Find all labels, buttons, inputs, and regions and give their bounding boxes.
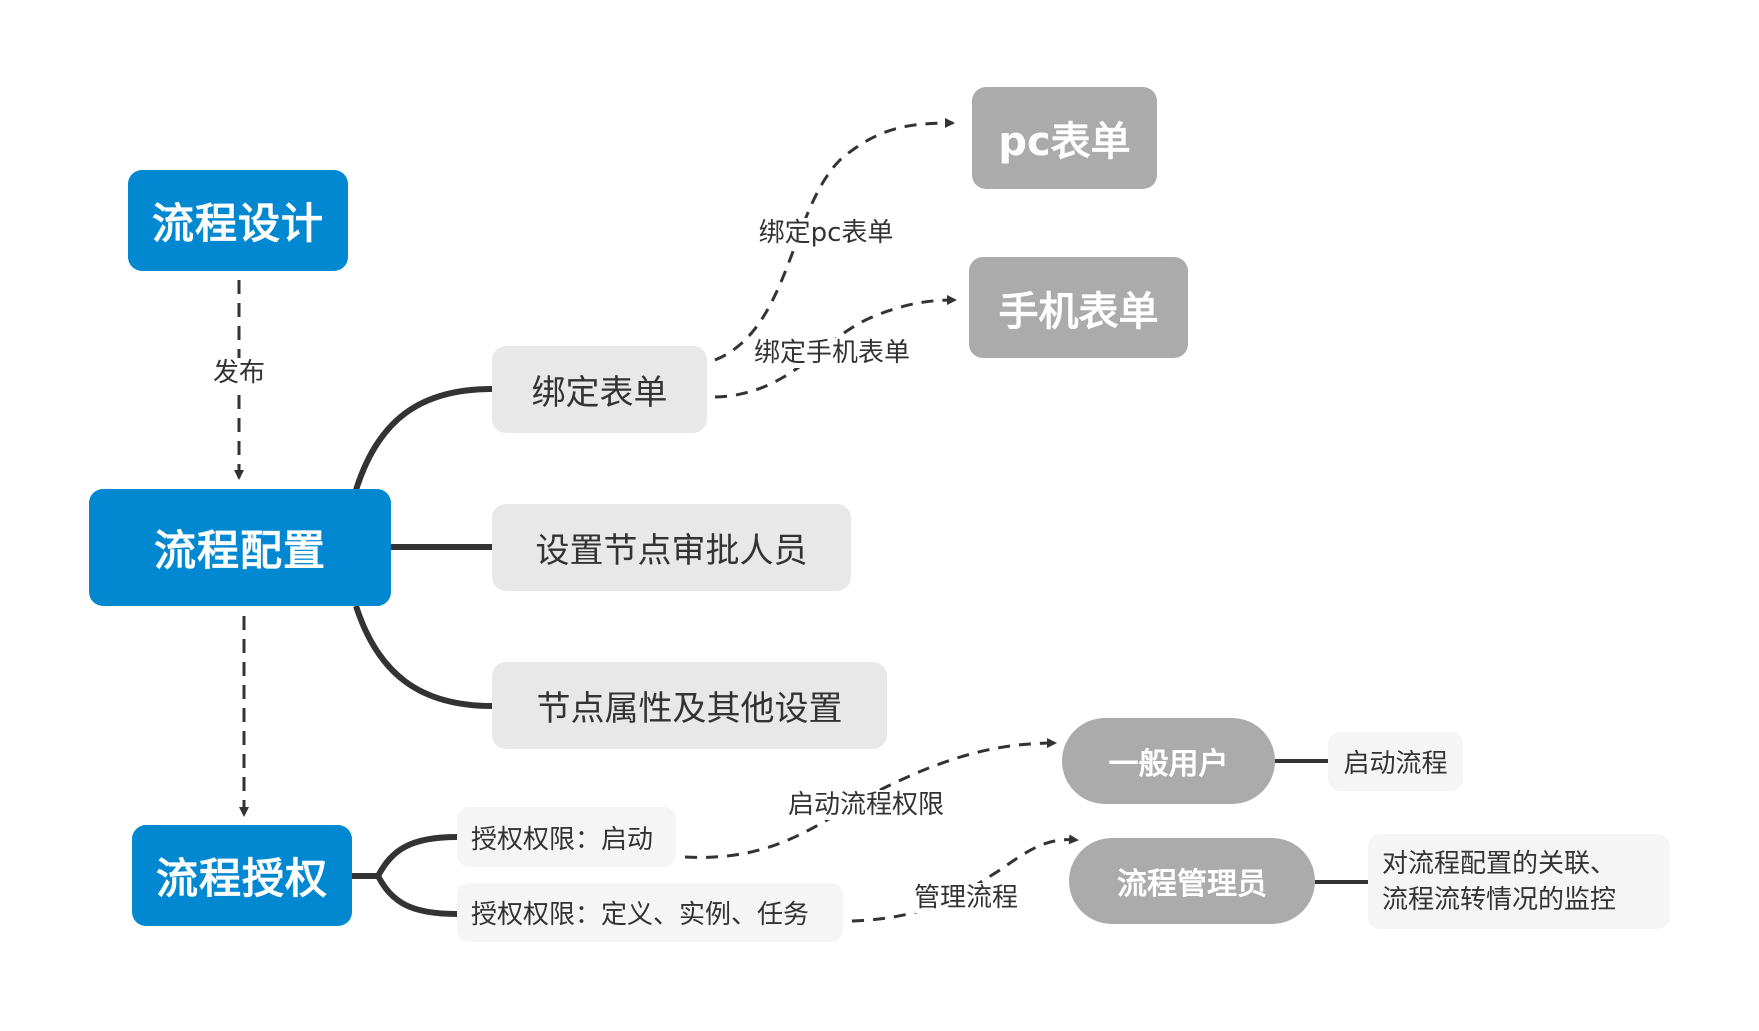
node-monitor-line2: 流程流转情况的监控: [1382, 884, 1617, 915]
edge-label-start-permission: 启动流程权限: [785, 790, 947, 820]
node-monitor-line1: 对流程配置的关联、: [1382, 848, 1617, 879]
branch-perm-start: [375, 834, 458, 878]
branch-bind-form: [353, 386, 493, 491]
edge-label-bind-pc: 绑定pc表单: [756, 218, 896, 248]
node-process-authorize-label: 流程授权: [155, 854, 328, 903]
node-perm-start-label: 授权权限：启动: [471, 824, 654, 855]
node-node-props[interactable]: 节点属性及其他设置: [492, 662, 887, 749]
node-process-config-label: 流程配置: [153, 526, 326, 575]
node-perm-define[interactable]: 授权权限：定义、实例、任务: [457, 883, 843, 942]
node-node-props-label: 节点属性及其他设置: [536, 689, 843, 729]
node-normal-user-label: 一般用户: [1108, 747, 1229, 782]
node-process-admin-label: 流程管理员: [1117, 867, 1267, 902]
node-process-config[interactable]: 流程配置: [89, 489, 391, 606]
node-mobile-form-label: 手机表单: [998, 288, 1159, 335]
node-process-design[interactable]: 流程设计: [128, 170, 348, 271]
node-pc-form-label: pc表单: [998, 119, 1131, 165]
node-pc-form[interactable]: pc表单: [972, 87, 1157, 189]
node-monitor[interactable]: 对流程配置的关联、 流程流转情况的监控: [1368, 834, 1670, 929]
node-start-process-label: 启动流程: [1343, 749, 1448, 779]
node-process-admin[interactable]: 流程管理员: [1069, 838, 1315, 924]
node-perm-start[interactable]: 授权权限：启动: [457, 807, 676, 867]
node-set-approvers-label: 设置节点审批人员: [535, 531, 808, 571]
branch-node-props: [353, 605, 493, 709]
edge-start-permission: [684, 738, 1057, 859]
edge-manage-process: [851, 834, 1079, 923]
node-process-design-label: 流程设计: [151, 199, 324, 248]
node-mobile-form[interactable]: 手机表单: [969, 257, 1188, 358]
edge-label-publish: 发布: [210, 358, 268, 388]
node-process-authorize[interactable]: 流程授权: [132, 825, 352, 926]
edge-bind-pc: [714, 118, 955, 362]
edge-label-manage-process: 管理流程: [911, 883, 1021, 913]
branch-perm-define: [375, 874, 458, 917]
node-bind-form[interactable]: 绑定表单: [492, 346, 707, 433]
node-set-approvers[interactable]: 设置节点审批人员: [492, 504, 851, 591]
edge-bind-mobile: [714, 295, 957, 399]
node-normal-user[interactable]: 一般用户: [1062, 718, 1275, 804]
node-start-process[interactable]: 启动流程: [1328, 732, 1463, 791]
node-bind-form-label: 绑定表单: [531, 373, 668, 413]
node-perm-define-label: 授权权限：定义、实例、任务: [471, 900, 810, 930]
edge-label-bind-mobile: 绑定手机表单: [751, 338, 913, 368]
